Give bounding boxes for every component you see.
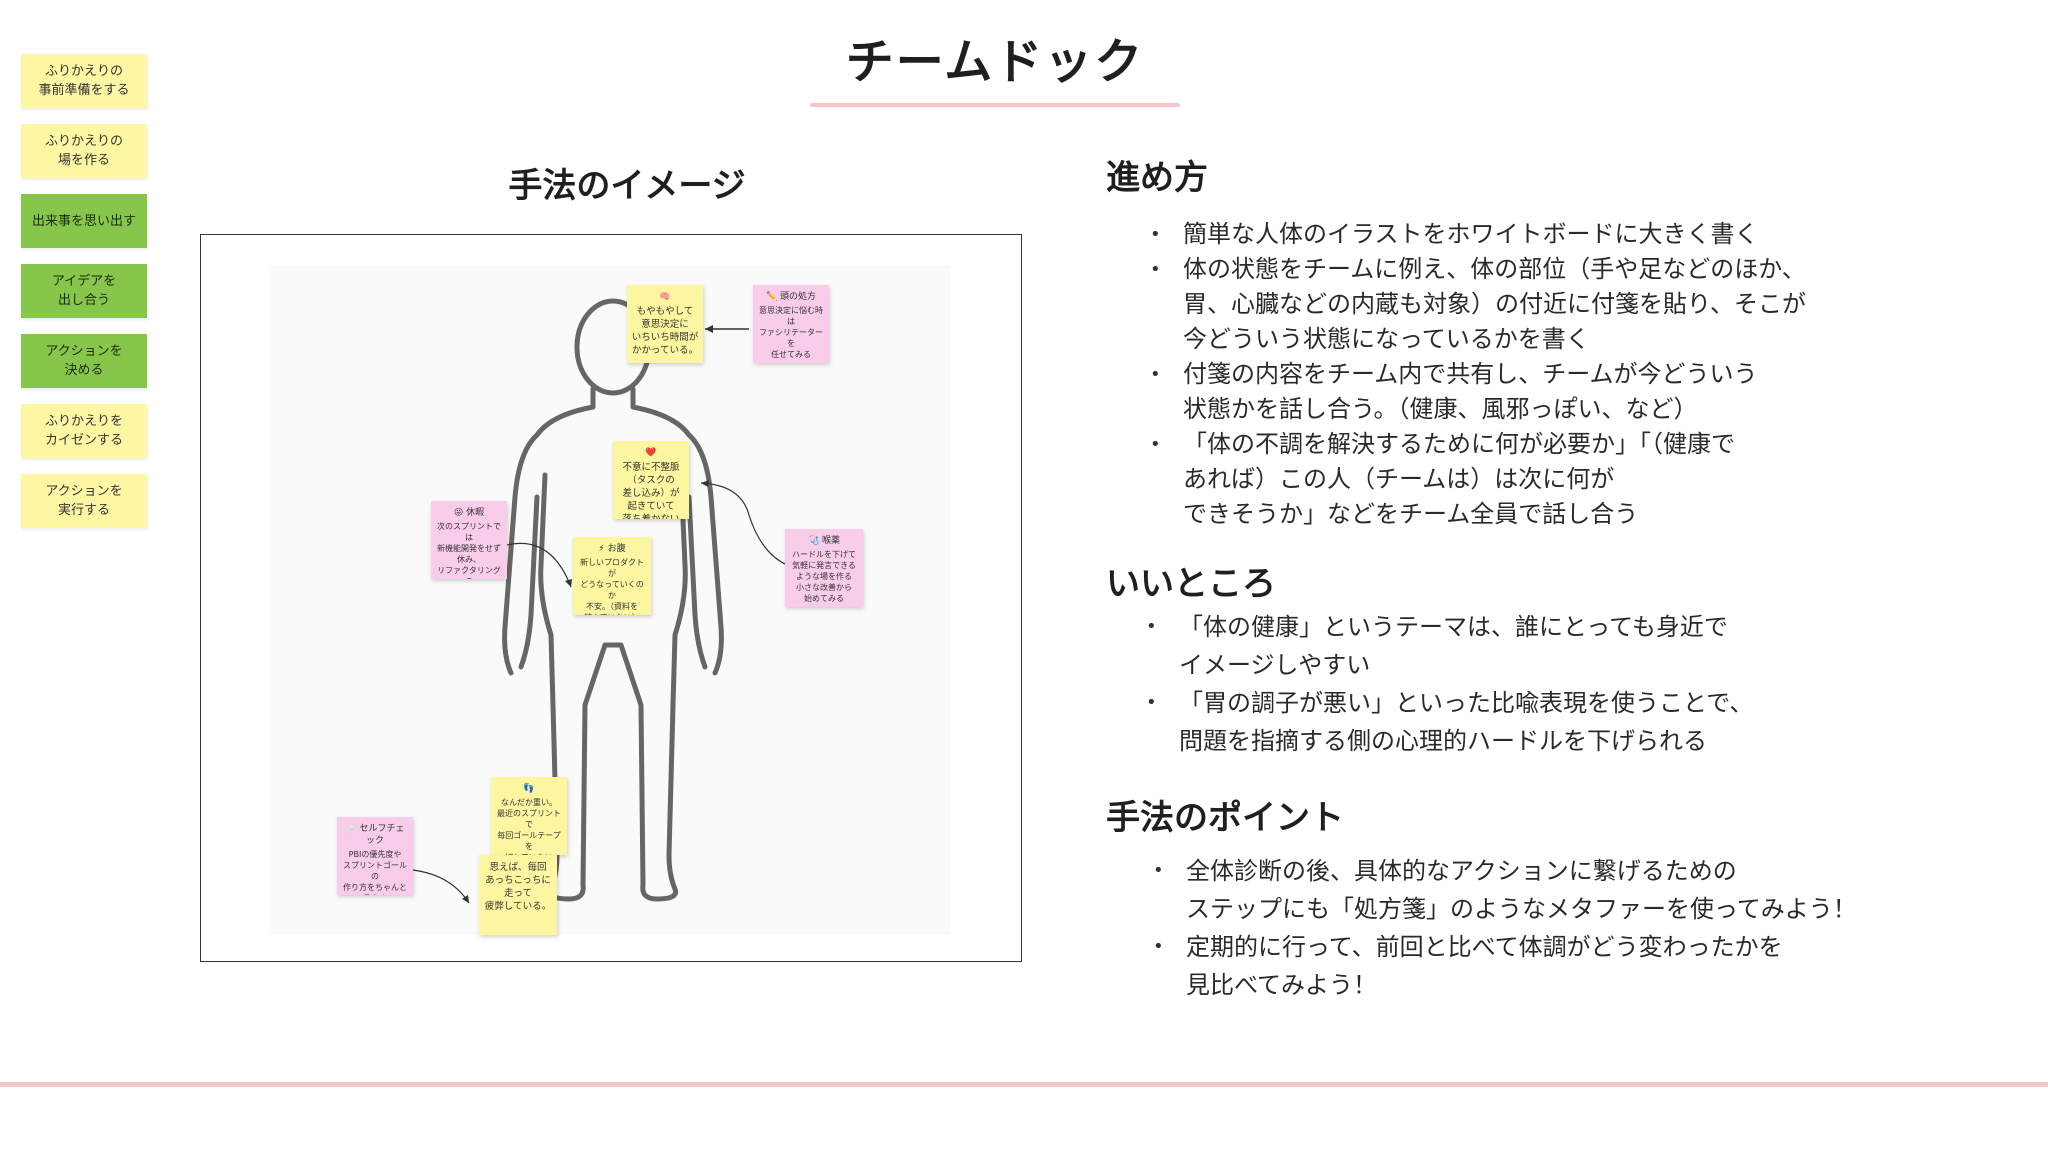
goodpoints-heading: いいところ [1106,564,1276,604]
sticky-note-feet: 思えば、毎回 あっちこっちに 走って 疲弊している。 [479,855,557,935]
note-text: PBIの優先度や スプリントゴールの 作り方をちゃんと 見直す [343,850,407,895]
note-text: 思えば、毎回 あっちこっちに 走って 疲弊している。 [484,862,552,912]
note-text: 次のスプリントでは 新機能開発をせず 休み、 リファクタリングの 時間を設ける [437,522,501,579]
step-improve-retro[interactable]: ふりかえりを カイゼンする [21,404,147,458]
method-list: 簡単な人体のイラストをホワイトボードに大きく書く 体の状態をチームに例え、体の部… [1150,217,1806,532]
sticky-note-head: 🧠 もやもやして 意思決定に いちいち時間が かかっている。 [627,285,703,363]
goodpoint-item: 「胃の調子が悪い」といった比喩表現を使うことで、 問題を指摘する側の心理的ハード… [1146,684,1753,760]
note-text: 不意に不整脈 （タスクの 差し込み）が 起きていて 落ち着かない [622,462,680,519]
note-icon: 👣 [523,784,535,794]
step-recall-events[interactable]: 出来事を思い出す [21,194,147,248]
method-heading: 進め方 [1106,158,1208,198]
note-icon: 🧠 [659,292,671,302]
note-icon: ✏️ 頭の処方 [765,292,817,302]
footer-divider [0,1082,2048,1087]
goodpoints-list: 「体の健康」というテーマは、誰にとっても身近で イメージしやすい 「胃の調子が悪… [1146,608,1753,760]
points-list: 全体診断の後、具体的なアクションに繋げるための ステップにも「処方箋」のようなメ… [1153,852,1857,1004]
sticky-note-stomach: ⚡ お腹 新しいプロダクトが どうなっていくのか 不安。（資料を 読んでいない）… [573,537,651,615]
sidebar-steps: ふりかえりの 事前準備をする ふりかえりの 場を作る 出来事を思い出す アイデア… [21,54,147,544]
title-underline [810,103,1180,107]
method-item: 簡単な人体のイラストをホワイトボードに大きく書く [1150,217,1806,252]
note-text: 新しいプロダクトが どうなっていくのか 不安。（資料を 読んでいない） コードベ… [580,558,644,615]
note-text: ハードルを下げて 気軽に発言できる ような場を作る 小さな改善から 始めてみる [792,550,856,603]
note-text: なんだか重い。 最近のスプリントで 毎回ゴールテープを 切れていない [497,798,561,855]
point-item: 全体診断の後、具体的なアクションに繋げるための ステップにも「処方箋」のようなメ… [1153,852,1857,928]
note-icon: 😜 休暇 [453,508,485,518]
note-text: もやもやして 意思決定に いちいち時間が かかっている。 [631,306,699,356]
sticky-note-throat: 🩺 喉薬 ハードルを下げて 気軽に発言できる ような場を作る 小さな改善から 始… [785,529,863,607]
step-execute-actions[interactable]: アクションを 実行する [21,474,147,528]
sticky-note-rest: 😜 休暇 次のスプリントでは 新機能開発をせず 休み、 リファクタリングの 時間… [431,501,507,579]
page-title: チームドック [845,34,1145,90]
note-icon: 🩺 喉薬 [807,536,841,546]
step-share-ideas[interactable]: アイデアを 出し合う [21,264,147,318]
step-decide-actions[interactable]: アクションを 決める [21,334,147,388]
sticky-note-selfcheck: 🩹 セルフチェック PBIの優先度や スプリントゴールの 作り方をちゃんと 見直… [337,817,413,895]
sticky-note-heart: ❤️ 不意に不整脈 （タスクの 差し込み）が 起きていて 落ち着かない [613,441,689,519]
sticky-note-legs: 👣 なんだか重い。 最近のスプリントで 毎回ゴールテープを 切れていない [491,777,567,855]
method-item: 「体の不調を解決するために何が必要か」「（健康で あれば）この人（チームは）は次… [1150,427,1806,532]
sticky-note-head-prescription: ✏️ 頭の処方 意思決定に悩む時は ファシリテーターを 任せてみる [753,285,829,363]
note-icon: 🩹 セルフチェック [345,824,405,846]
step-prepare[interactable]: ふりかえりの 事前準備をする [21,54,147,108]
note-icon: ⚡ お腹 [598,544,626,554]
method-illustration: 🧠 もやもやして 意思決定に いちいち時間が かかっている。 ✏️ 頭の処方 意… [200,234,1022,962]
note-icon: ❤️ [645,448,657,458]
point-item: 定期的に行って、前回と比べて体調がどう変わったかを 見比べてみよう！ [1153,928,1857,1004]
image-section-heading: 手法のイメージ [508,166,746,206]
method-item: 体の状態をチームに例え、体の部位（手や足などのほか、 胃、心臓などの内蔵も対象）… [1150,252,1806,357]
note-text: 意思決定に悩む時は ファシリテーターを 任せてみる [759,306,823,359]
goodpoint-item: 「体の健康」というテーマは、誰にとっても身近で イメージしやすい [1146,608,1753,684]
method-item: 付箋の内容をチーム内で共有し、チームが今どういう 状態かを話し合う。（健康、風邪… [1150,357,1806,427]
step-create-space[interactable]: ふりかえりの 場を作る [21,124,147,178]
points-heading: 手法のポイント [1106,798,1344,838]
